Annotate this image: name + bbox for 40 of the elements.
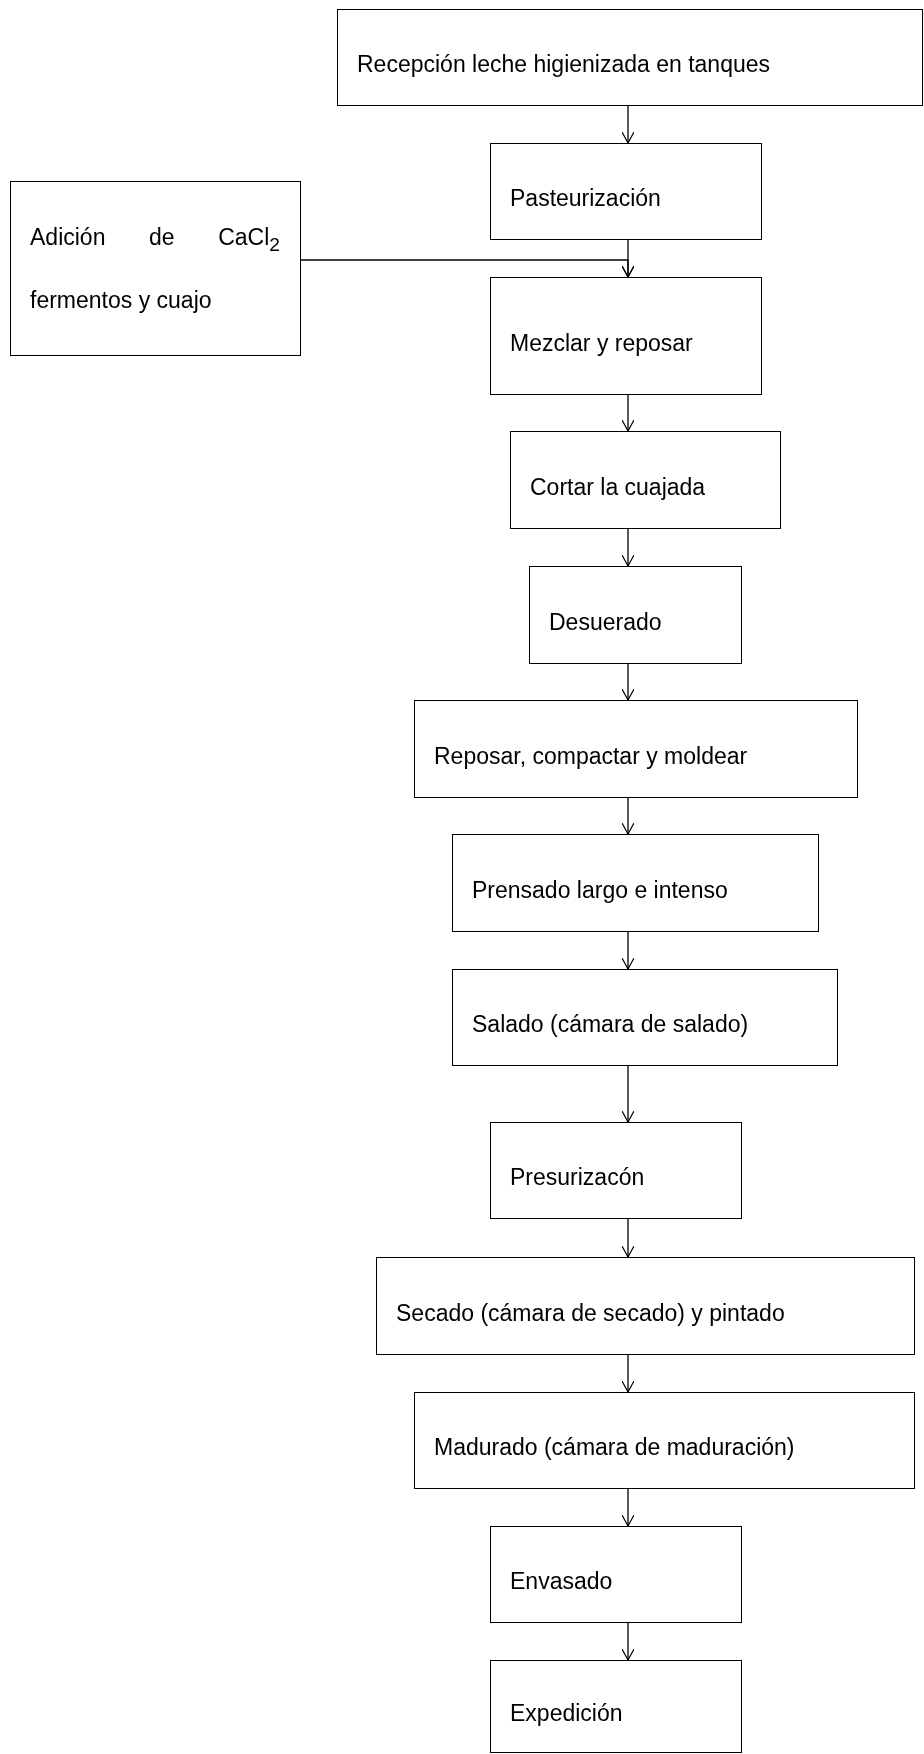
process-box (337, 9, 923, 106)
process-box (529, 566, 742, 664)
process-box (490, 1122, 742, 1219)
step-label: Salado (cámara de salado) (472, 1011, 749, 1038)
process-box (452, 969, 838, 1066)
step-label: Prensado largo e intenso (472, 876, 728, 904)
step-label: Madurado (cámara de maduración) (434, 1434, 795, 1461)
arrow (621, 528, 635, 567)
arrow (621, 931, 635, 970)
arrow (621, 797, 635, 835)
process-box (510, 431, 781, 529)
arrow (300, 259, 635, 278)
arrow (621, 1218, 635, 1258)
process-box (414, 1392, 915, 1489)
process-box (490, 143, 762, 240)
step-label: Expedición (510, 1700, 623, 1727)
arrow (621, 394, 635, 432)
arrow (621, 1065, 635, 1123)
process-box (490, 1526, 742, 1623)
arrow (621, 105, 635, 144)
step-label: Recepción leche higienizada en tanques (357, 51, 771, 78)
arrow (621, 1622, 635, 1661)
arrow (621, 663, 635, 701)
step-label: Pasteurización (510, 185, 661, 212)
arrow (621, 1488, 635, 1527)
step-label: Secado (cámara de secado) y pintado (396, 1299, 785, 1327)
step-label: Adición de CaCl$_{2}$ fermentos y cuajo (30, 222, 281, 316)
process-box (490, 1660, 742, 1753)
process-box (490, 277, 762, 395)
step-label: Presurizacón (510, 1164, 645, 1191)
step-label: Desuerado (549, 608, 662, 636)
process-box (10, 181, 301, 356)
step-label: Cortar la cuajada (530, 473, 706, 501)
step-label: Mezclar y reposar (510, 329, 693, 357)
process-box (376, 1257, 915, 1355)
step-label: Envasado (510, 1568, 613, 1595)
process-box (414, 700, 858, 798)
process-box (452, 834, 819, 932)
arrow (621, 1354, 635, 1393)
step-label: Reposar, compactar y moldear (434, 742, 748, 770)
